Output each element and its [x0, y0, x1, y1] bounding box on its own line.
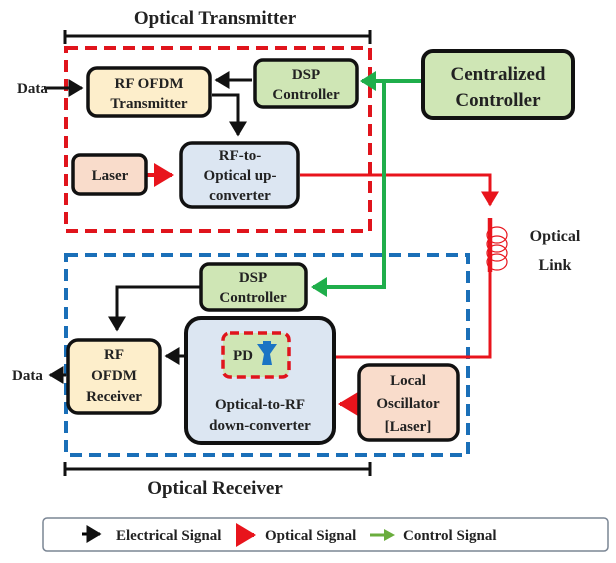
centralized-controller-line2: Controller [455, 90, 541, 111]
legend: Electrical Signal Optical Signal Control… [42, 517, 609, 552]
ofdm-tx-to-converter-arrow [212, 93, 247, 137]
legend-control-label: Control Signal [403, 528, 497, 544]
rf-to-optical-line3: converter [209, 188, 271, 204]
dsp-controller-tx-line2: Controller [272, 87, 340, 103]
rf-ofdm-receiver-line2: OFDM [91, 368, 137, 384]
photodiode-icon [257, 341, 277, 365]
local-oscillator-line3: [Laser] [385, 419, 432, 435]
transmitter-title: Optical Transmitter [134, 8, 297, 29]
dsp-controller-rx-line1: DSP [239, 270, 267, 286]
receiver-bracket [63, 462, 372, 476]
optical-to-rf-line2: down-converter [209, 418, 311, 434]
optical-link-label-line2: Link [539, 257, 572, 274]
rf-ofdm-transmitter-line2: Transmitter [110, 96, 188, 112]
legend-item-control: Control Signal [370, 528, 497, 544]
legend-item-electrical: Electrical Signal [82, 525, 221, 544]
legend-optical-label: Optical Signal [265, 528, 356, 544]
optical-link-coil-icon [486, 226, 508, 271]
rf-ofdm-transmitter-line1: RF OFDM [114, 76, 183, 92]
data-input-label: Data [17, 81, 48, 97]
dsp-rx-to-ofdm-rx-arrow [108, 285, 200, 332]
local-oscillator-block[interactable]: Local Oscillator [Laser] [357, 363, 460, 442]
rf-ofdm-receiver-block[interactable]: RF OFDM Receiver [66, 338, 162, 415]
dsp-controller-tx-block[interactable]: DSP Controller [253, 58, 359, 109]
local-oscillator-line1: Local [390, 373, 426, 389]
data-output-label: Data [12, 368, 43, 384]
rf-to-optical-line1: RF-to- [219, 148, 261, 164]
laser-block[interactable]: Laser [71, 153, 148, 196]
transmitter-bracket [63, 30, 372, 44]
dsp-controller-rx-block[interactable]: DSP Controller [199, 262, 308, 312]
receiver-region [64, 253, 470, 457]
local-oscillator-line2: Oscillator [376, 396, 440, 412]
legend-item-optical: Optical Signal [236, 523, 356, 547]
legend-electrical-label: Electrical Signal [116, 528, 221, 544]
laser-label: Laser [92, 168, 129, 184]
optical-signal-tx-to-link [300, 173, 499, 207]
centralized-controller-line1: Centralized [451, 64, 546, 85]
transmitter-region [64, 46, 372, 233]
optical-link-label-line1: Optical [530, 228, 581, 245]
legend-control-arrowhead [384, 529, 395, 541]
optical-signal-link-to-pd [292, 272, 492, 366]
centralized-controller-block[interactable]: Centralized Controller [421, 49, 575, 120]
rf-to-optical-line2: Optical up- [204, 168, 277, 184]
rf-ofdm-transmitter-block[interactable]: RF OFDM Transmitter [86, 66, 212, 118]
rf-to-optical-upconverter-block[interactable]: RF-to- Optical up- converter [179, 141, 300, 209]
rf-ofdm-receiver-line1: RF [104, 347, 124, 363]
optical-to-rf-line1: Optical-to-RF [215, 397, 305, 413]
dsp-controller-tx-line1: DSP [292, 67, 320, 83]
receiver-title: Optical Receiver [147, 478, 283, 499]
rf-ofdm-receiver-line3: Receiver [86, 389, 142, 405]
photodetector-label: PD [233, 348, 253, 364]
control-signal-to-dsp-rx [311, 81, 386, 297]
photodetector-block[interactable]: PD [221, 331, 291, 379]
dsp-controller-rx-line2: Controller [219, 290, 287, 306]
